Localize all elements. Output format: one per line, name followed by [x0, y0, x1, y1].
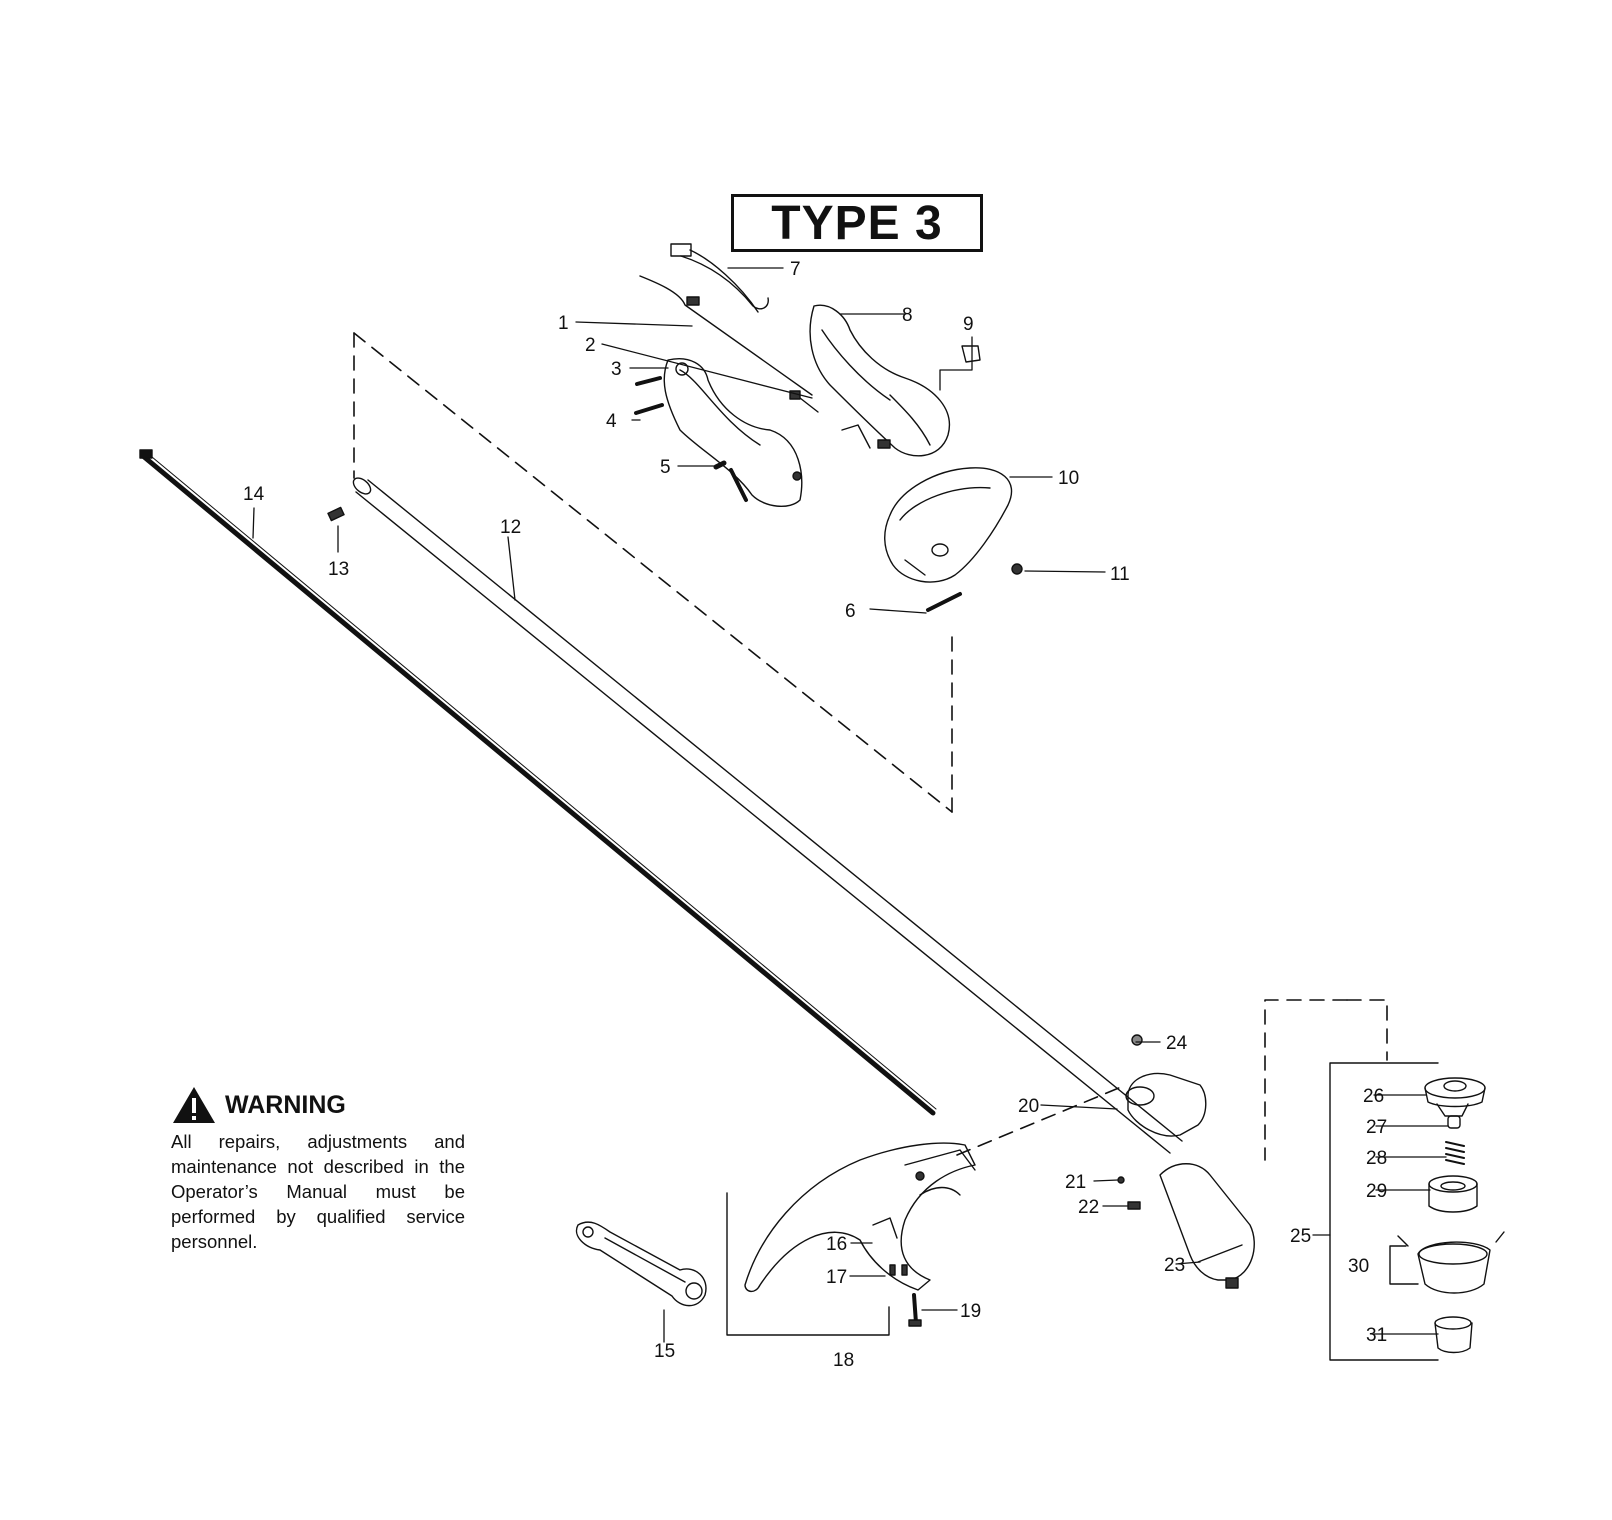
bracket-18: [726, 1192, 890, 1336]
part-2-throttle-cable: [789, 390, 819, 413]
part-1-wire: [639, 275, 813, 396]
warning-text: All repairs, adjustments and maintenance…: [171, 1131, 465, 1252]
part-number-labels: 1 2 3 4 5 6 7 8 9 10 11 12 13 14 15 16 1…: [243, 259, 1387, 1371]
part-13-screw: [327, 506, 345, 522]
label-31: 31: [1366, 1325, 1387, 1346]
label-25: 25: [1290, 1226, 1311, 1247]
part-18-guard-assembly: [744, 1142, 976, 1293]
part-20-clamp: [1125, 1072, 1207, 1137]
part-26-spool-cap: [1424, 1077, 1486, 1117]
label-5: 5: [660, 457, 671, 478]
part-15-wrench: [575, 1221, 707, 1307]
label-4: 4: [606, 411, 617, 432]
label-27: 27: [1366, 1117, 1387, 1138]
label-7: 7: [790, 259, 801, 280]
bracket-25: [1329, 1062, 1439, 1361]
label-20: 20: [1018, 1096, 1039, 1117]
warning-header: WARNING: [171, 1085, 465, 1125]
label-10: 10: [1058, 468, 1079, 489]
part-6-screw: [926, 592, 962, 612]
part-8-handle-housing-right: [809, 304, 951, 457]
label-14: 14: [243, 484, 265, 505]
part-31-bump-knob: [1434, 1316, 1473, 1354]
part-14-drive-shaft: [139, 449, 937, 1116]
label-28: 28: [1366, 1148, 1387, 1169]
part-handle-housing-left: [663, 358, 803, 507]
parts-21-22-screws: [1117, 1176, 1141, 1210]
label-19: 19: [960, 1301, 981, 1322]
leader-lines: [252, 267, 1449, 1343]
label-2: 2: [585, 335, 596, 356]
label-26: 26: [1363, 1086, 1384, 1107]
label-17: 17: [826, 1267, 847, 1288]
diagram-title: TYPE 3: [771, 196, 943, 250]
warning-triangle-icon: [173, 1087, 215, 1123]
part-30-spool-housing: [1397, 1231, 1505, 1294]
label-9: 9: [963, 314, 974, 335]
label-21: 21: [1065, 1172, 1086, 1193]
part-7-wire-harness: [670, 243, 769, 313]
label-13: 13: [328, 559, 349, 580]
label-3: 3: [611, 359, 622, 380]
title-box: TYPE 3: [731, 194, 983, 252]
warning-heading: WARNING: [225, 1090, 346, 1119]
part-23-gearbox: [1159, 1163, 1255, 1289]
warning-notice: WARNING All repairs, adjustments and mai…: [171, 1085, 465, 1254]
label-24: 24: [1166, 1033, 1188, 1054]
label-6: 6: [845, 601, 856, 622]
part-10-handle-grip: [884, 467, 1013, 583]
label-30: 30: [1348, 1256, 1369, 1277]
label-22: 22: [1078, 1197, 1099, 1218]
label-11: 11: [1110, 564, 1130, 585]
part-27-eyelet: [1447, 1115, 1461, 1129]
part-11-screw: [1011, 563, 1023, 575]
label-1: 1: [558, 313, 569, 334]
label-15: 15: [654, 1341, 675, 1362]
part-19-screw: [908, 1293, 922, 1327]
part-9-clip: [961, 345, 981, 363]
label-8: 8: [902, 305, 913, 326]
label-16: 16: [826, 1234, 847, 1255]
label-12: 12: [500, 517, 521, 538]
part-28-spring: [1445, 1141, 1465, 1165]
part-12-outer-tube: [352, 477, 1183, 1154]
label-18: 18: [833, 1350, 854, 1371]
label-29: 29: [1366, 1181, 1387, 1202]
label-23: 23: [1164, 1255, 1185, 1276]
part-24-nut: [1131, 1034, 1143, 1046]
bracket-30: [1389, 1245, 1419, 1285]
part-29-spool: [1428, 1175, 1478, 1213]
assembly-dashed-lines: [353, 332, 1388, 1161]
